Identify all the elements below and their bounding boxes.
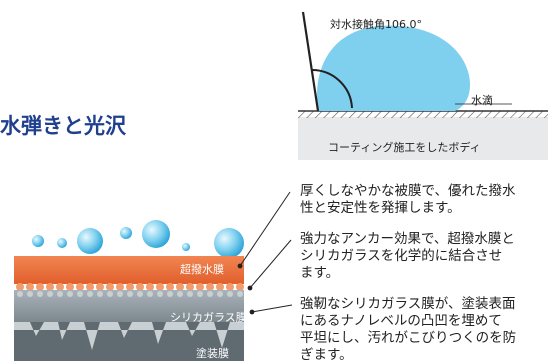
contact-angle-diagram	[298, 11, 548, 160]
leader-dot-silica	[249, 309, 255, 315]
leader-line-silica	[251, 304, 293, 313]
silica-description: 強靭なシリカガラス膜が、塗装表面 にあるナノレベルの凸凹を埋めて 平坦にし、汚れ…	[300, 296, 517, 363]
super-hydrophobic-layer	[14, 256, 244, 284]
topcoat-layer-label: 超撥水膜	[180, 263, 224, 276]
water-bubble	[214, 228, 244, 258]
section-heading: 水弾きと光沢	[0, 114, 126, 138]
water-bubble	[120, 227, 132, 239]
water-bubble	[142, 220, 170, 248]
water-bubble	[57, 238, 67, 248]
leader-dot-topcoat	[237, 263, 243, 269]
leader-line-bond	[249, 239, 292, 289]
water-droplet	[316, 25, 470, 111]
paint-layer-label: 塗装膜	[196, 347, 229, 360]
bond-description: 強力なアンカー効果で、超撥水膜と シリカガラスを化学的に結合させ ます。	[300, 231, 515, 281]
surface-hatching	[298, 111, 548, 118]
coated-body-caption: コーティング施工をしたボディ	[328, 141, 481, 154]
water-bubble	[182, 243, 190, 251]
droplet-label: 水滴	[471, 94, 493, 107]
coating-layers	[14, 191, 293, 361]
water-bubble	[77, 228, 103, 254]
coated-body-panel	[298, 117, 548, 160]
tangent-line	[301, 11, 320, 112]
angle-arc	[311, 68, 353, 109]
silica-layer-label: シリカガラス膜	[170, 311, 247, 324]
water-bubble	[32, 235, 44, 247]
paint-jagged-edge	[14, 322, 244, 350]
anchor-bead-row	[16, 283, 244, 291]
silica-bead-row	[17, 291, 243, 297]
leader-line-topcoat	[239, 191, 291, 267]
topcoat-description: 厚くしなやかな被膜で、優れた撥水 性と安定性を発揮します。	[300, 183, 516, 216]
leader-dot-bond	[247, 285, 253, 291]
contact-angle-label: 対水接触角106.0°	[330, 18, 422, 31]
